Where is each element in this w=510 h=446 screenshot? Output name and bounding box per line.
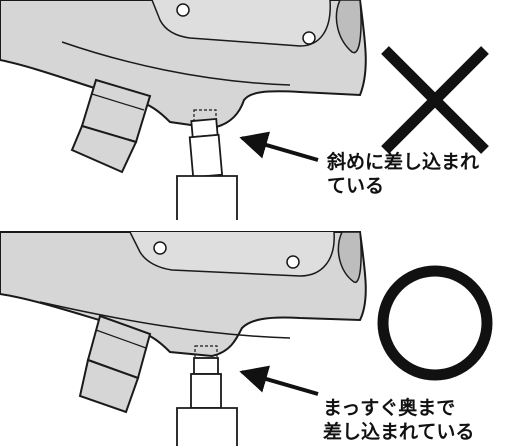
plug-straight	[190, 357, 222, 409]
screw-hole	[302, 31, 316, 45]
dial	[337, 231, 362, 283]
device-compartment	[129, 231, 335, 277]
cable	[176, 407, 238, 446]
circle-mark-icon	[377, 265, 493, 381]
panel-incorrect	[0, 0, 489, 220]
caption-incorrect-line2: ている	[327, 175, 385, 197]
eyepiece	[70, 78, 152, 174]
caption-correct-line2: 差し込まれている	[323, 421, 475, 443]
caption-correct-line1: まっすぐ奥まで	[323, 397, 456, 419]
cable	[176, 175, 238, 220]
screw-hole	[176, 3, 190, 17]
eyepiece	[78, 314, 152, 414]
device-compartment	[151, 0, 331, 47]
caption-incorrect-line1: 斜めに差し込まれ	[327, 151, 480, 173]
device-edge-line	[39, 301, 291, 339]
pointer-arrow	[239, 365, 319, 396]
plug-angled	[188, 117, 224, 179]
cross-mark-icon	[381, 46, 489, 154]
dial	[335, 0, 362, 54]
screw-hole	[153, 241, 167, 255]
device-edge-line	[61, 41, 291, 86]
screw-hole	[286, 255, 300, 269]
pointer-arrow	[239, 131, 319, 162]
panel-correct	[0, 231, 493, 446]
